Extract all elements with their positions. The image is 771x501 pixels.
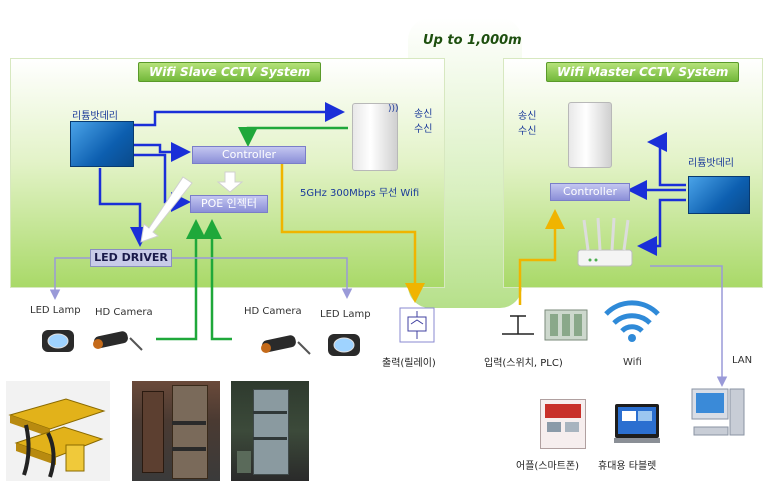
master-panel	[503, 58, 763, 288]
wifi-icon	[602, 296, 662, 344]
input-switch-label: 입력(스위치, PLC)	[484, 358, 563, 369]
led-lamp-left-label: LED Lamp	[30, 305, 81, 316]
blue-power-lines	[98, 102, 686, 256]
slave-controller: Controller	[192, 146, 306, 164]
lan-label: LAN	[732, 355, 753, 366]
master-rx-label: 수신	[518, 126, 537, 137]
slave-title: Wifi Slave CCTV System	[138, 62, 322, 82]
hd-camera-left-label: HD Camera	[95, 307, 153, 318]
master-title: Wifi Master CCTV System	[546, 62, 740, 82]
smartphone-app-icon	[540, 399, 586, 449]
relay-icon	[399, 307, 435, 343]
master-battery-label: 리튬밧데리	[688, 158, 734, 169]
switch-icon	[500, 310, 536, 340]
smartphone-app-label: 어플(스마트폰)	[516, 461, 580, 472]
router-icon	[570, 216, 636, 272]
wifi-spec-label: 5GHz 300Mbps 무선 Wifi	[300, 188, 420, 199]
led-lamp-right-icon	[326, 330, 362, 362]
slave-tx-label: 송신	[414, 109, 433, 120]
industrial-site-photo-2	[231, 381, 309, 481]
industrial-site-photo-1	[132, 381, 220, 481]
slave-battery-label: 리튬밧데리	[72, 111, 118, 122]
master-access-point	[568, 102, 612, 168]
poe-injector: POE 인젝터	[190, 195, 268, 213]
lavender-lines	[49, 257, 728, 387]
led-driver: LED DRIVER	[90, 249, 172, 267]
led-lamp-left-icon	[40, 326, 76, 358]
yellow-io-lines	[280, 164, 565, 305]
slave-rx-label: 수신	[414, 124, 433, 135]
led-lamp-right-label: LED Lamp	[320, 309, 371, 320]
tablet-icon	[612, 402, 662, 446]
white-arrows	[140, 171, 244, 243]
relay-output-label: 출력(릴레이)	[382, 358, 436, 369]
hd-camera-right-label: HD Camera	[244, 306, 302, 317]
wifi-label: Wifi	[623, 357, 642, 368]
hd-camera-right-icon	[258, 330, 314, 358]
green-video-lines	[156, 126, 348, 341]
range-label: Up to 1,000m	[423, 33, 522, 48]
master-tx-label: 송신	[518, 111, 537, 122]
desktop-computer-icon	[690, 385, 748, 443]
tablet-label: 휴대용 타블렛	[598, 461, 657, 472]
plc-icon	[544, 308, 588, 342]
slave-access-point	[352, 103, 398, 171]
slave-battery	[70, 121, 134, 167]
master-controller: Controller	[550, 183, 630, 201]
slave-signal-icon: )))	[388, 104, 399, 114]
hd-camera-left-icon	[90, 326, 146, 354]
conveyor-rail-photo	[6, 381, 110, 481]
master-battery	[688, 176, 750, 214]
